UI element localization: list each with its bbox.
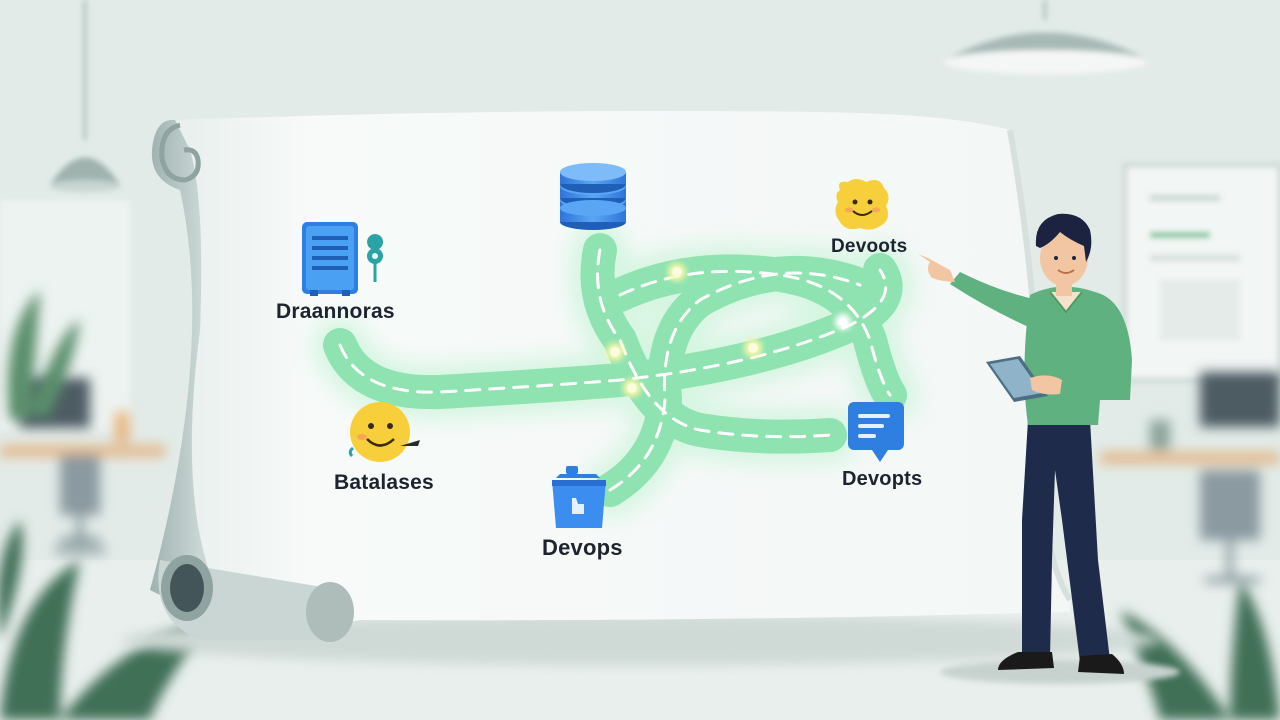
- server-cabinet-icon: [302, 222, 358, 296]
- pendant-lamp-icon: [944, 0, 1148, 74]
- roadmap-roads: [312, 222, 918, 518]
- whiteboard: [1123, 163, 1280, 382]
- map-pin-icon: [367, 234, 384, 282]
- desk-right: [1100, 372, 1280, 583]
- node-label-draannoras: Draannoras: [276, 300, 395, 323]
- person-presenter: [918, 213, 1180, 684]
- smiley-cheese-icon: [835, 179, 889, 230]
- smiley-face-icon: [348, 402, 420, 462]
- node-label-batalases: Batalases: [334, 471, 434, 494]
- tablet-icon: [986, 356, 1048, 402]
- chat-bubble-icon: [848, 402, 904, 462]
- node-label-devops: Devops: [542, 535, 623, 560]
- pendant-lamp-icon: [49, 0, 121, 192]
- waypoint-dots: [606, 263, 851, 397]
- bucket-icon: [552, 466, 606, 528]
- node-label-devopts: Devopts: [842, 468, 923, 490]
- plant-left: [8, 290, 80, 420]
- database-stack-icon: [560, 163, 626, 230]
- node-label-devoots: Devoots: [831, 236, 908, 257]
